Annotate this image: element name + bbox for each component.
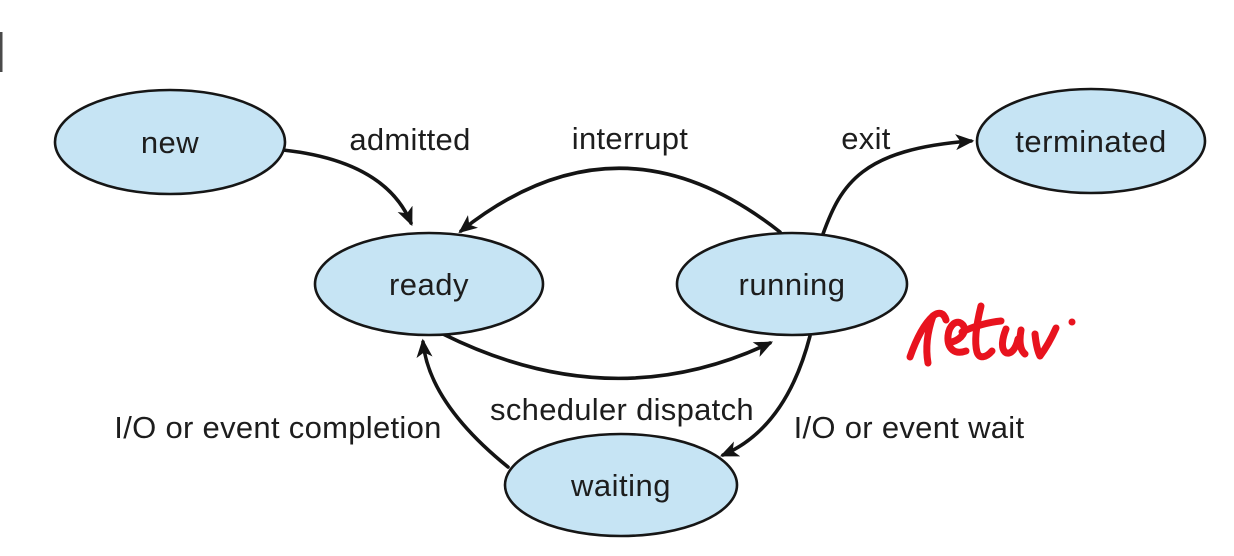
transition-arrow-admitted: [281, 148, 413, 227]
state-label-waiting: waiting: [570, 468, 671, 503]
transition-label-admitted: admitted: [349, 122, 470, 157]
screen-edge-artifact: [0, 32, 3, 72]
handwriting-stroke-r1: [906, 312, 937, 367]
handwriting-stroke-t-cross: [958, 317, 1005, 336]
transition-arrow-io-event-completion: [416, 338, 510, 469]
state-node-terminated: [975, 87, 1207, 195]
state-nodes: [53, 87, 1207, 538]
handwriting-stroke-e: [944, 318, 970, 356]
transition-label-io-event-wait: I/O or event wait: [794, 410, 1025, 445]
state-node-waiting: [503, 432, 739, 538]
state-node-running: [675, 231, 909, 337]
transition-label-exit: exit: [841, 121, 891, 156]
state-label-running: running: [739, 267, 846, 302]
state-label-ready: ready: [389, 267, 469, 302]
transition-arrow-exit: [821, 134, 975, 236]
handwriting-stroke-r1-shoulder: [929, 309, 950, 324]
handwriting-dot: [1068, 318, 1076, 326]
labels-layer: admitted interrupt exit scheduler dispatchI…: [114, 121, 1166, 503]
transition-label-interrupt: interrupt: [572, 121, 689, 156]
state-label-terminated: terminated: [1015, 124, 1166, 159]
transition-label-scheduler-dispatch: scheduler dispatch: [490, 392, 754, 427]
transition-arrow-scheduler-dispatch: [441, 332, 774, 381]
transition-arrow-io-event-wait: [719, 334, 812, 457]
transition-label-io-event-completion: I/O or event completion: [114, 410, 441, 445]
state-node-new: [53, 88, 287, 196]
transition-arrow-interrupt: [458, 166, 782, 234]
handwriting-stroke-u: [999, 325, 1029, 358]
handwriting-stroke-r2: [1031, 324, 1060, 360]
handwriting-stroke-t-stem: [972, 302, 996, 361]
state-node-ready: [313, 231, 545, 337]
state-label-new: new: [141, 125, 199, 160]
transition-arrows: [281, 134, 975, 469]
handwriting-annotation: retur: [906, 302, 1076, 367]
